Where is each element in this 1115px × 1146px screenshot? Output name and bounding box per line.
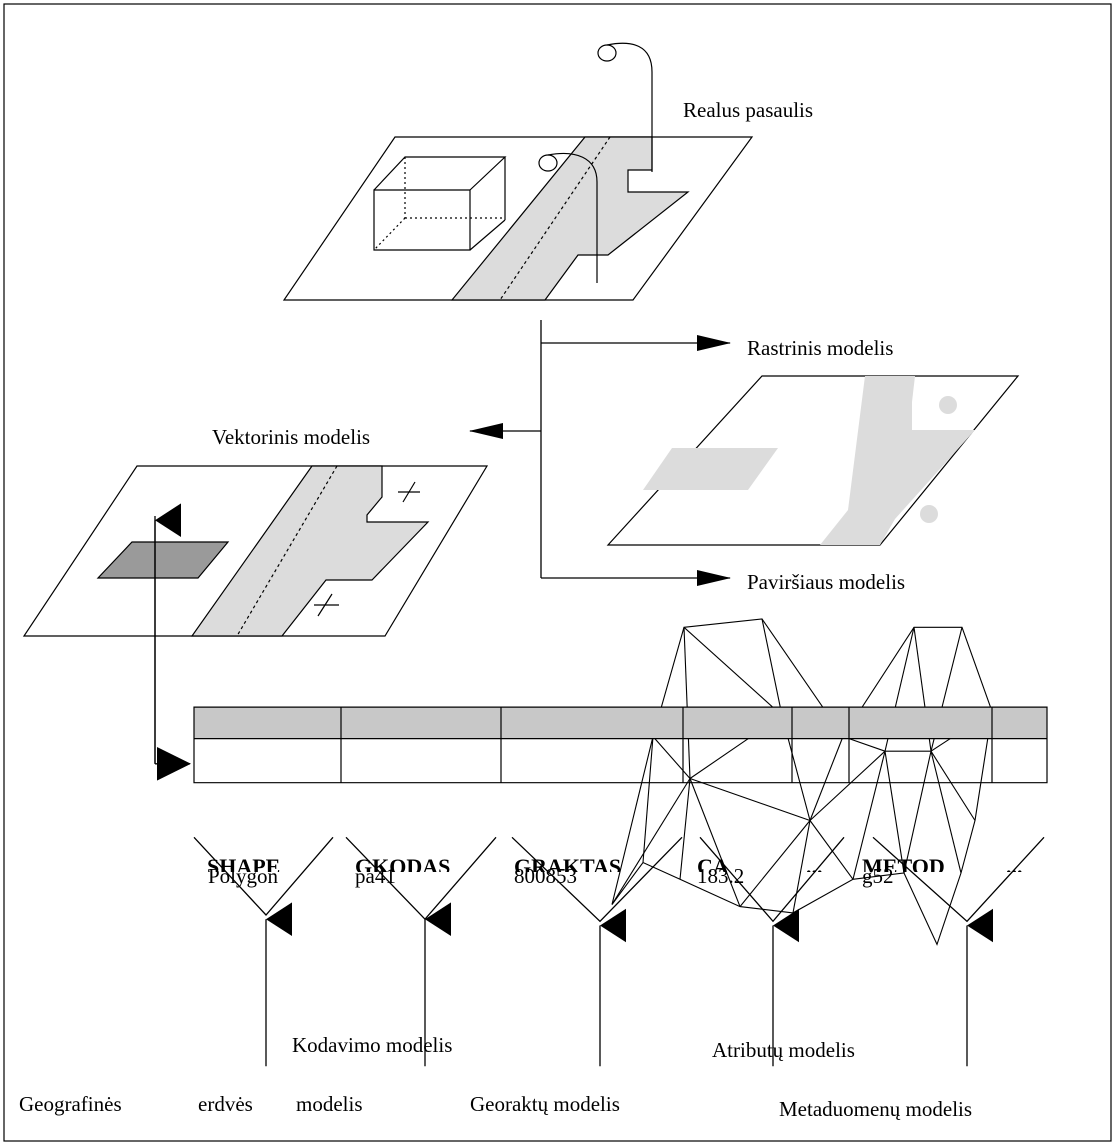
building-box (373, 156, 507, 251)
label-geo-space-3: modelis (296, 1092, 363, 1116)
outer-frame (3, 3, 1112, 1142)
vector-road (190, 465, 430, 637)
label-geo-space-1: Geografinės (19, 1092, 122, 1116)
table-header-ellipsis-1: ... (806, 856, 823, 872)
table-header-bg (194, 707, 1047, 739)
vector-point-2 (314, 593, 339, 617)
table-header-metod: METOD (862, 856, 945, 872)
vector-road-centerline (236, 465, 338, 637)
label-metadata-model: Metaduomenų modelis (779, 1097, 973, 1121)
table-header-graktas: GRAKTAS (514, 856, 622, 872)
raster-model-scene (606, 375, 1020, 546)
table-header-ellipsis-2: ... (1006, 856, 1023, 872)
table-header-ca: CA (697, 856, 729, 872)
label-raster-model: Rastrinis modelis (747, 336, 894, 360)
label-real-world: Realus pasaulis (683, 98, 814, 122)
polygon-to-table-link (155, 503, 191, 781)
label-surface-model: Paviršiaus modelis (747, 570, 906, 594)
label-georaktu-model: Georaktų modelis (470, 1092, 620, 1116)
raster-dot-2 (920, 505, 938, 523)
braces-and-arrows (194, 837, 1044, 1066)
raster-patch (643, 448, 778, 490)
lamp-post-2 (538, 152, 598, 283)
table-header-gkodas: GKODAS (355, 856, 451, 872)
lamp-post-1 (597, 42, 653, 172)
label-vector-model: Vektorinis modelis (212, 425, 371, 449)
table-frame (194, 707, 1047, 783)
table-header-shape: SHAPE (207, 856, 281, 872)
real-world-scene (282, 42, 754, 301)
raster-dot-1 (939, 396, 957, 414)
model-branch-arrows (469, 320, 731, 586)
vector-model-scene (22, 465, 489, 637)
table-cell-ca: 183.2 (697, 864, 745, 888)
table-cell-gkodas: pa41 (355, 864, 396, 888)
vector-point-1 (398, 481, 420, 503)
label-geo-space-2: erdvės (198, 1092, 253, 1116)
vector-polygon-dark (96, 541, 230, 579)
label-attribute-model: Atributų modelis (712, 1038, 855, 1062)
table-cell-shape: Polygon (208, 864, 279, 888)
surface-tin-mesh (612, 619, 992, 944)
label-coding-model: Kodavimo modelis (292, 1033, 453, 1057)
table-cell-metod: g52 (862, 864, 894, 888)
table-cell-graktas: 800853 (514, 864, 577, 888)
attribute-table (194, 707, 1047, 783)
raster-band (820, 376, 975, 545)
